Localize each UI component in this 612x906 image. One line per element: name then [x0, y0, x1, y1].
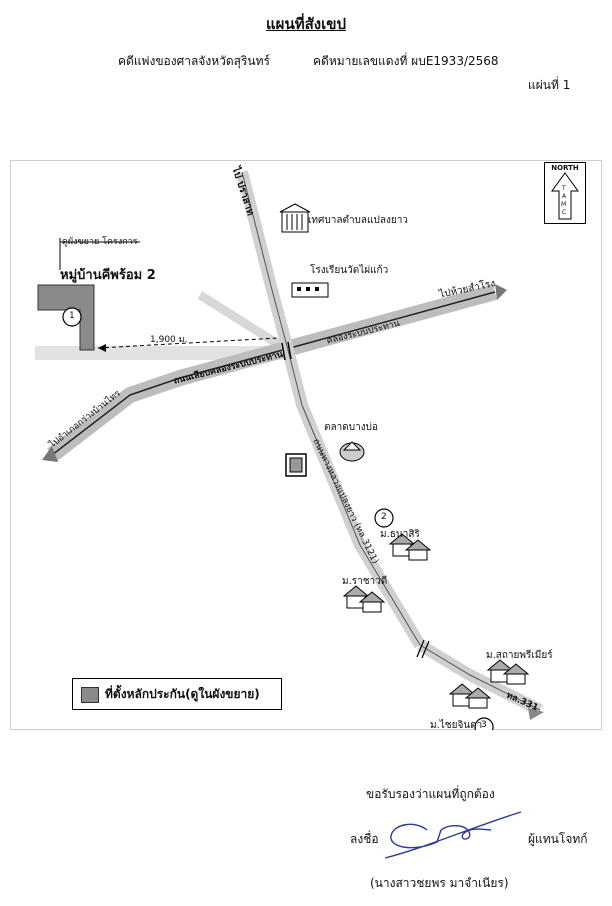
north-arrow: NORTH T A M C [544, 162, 586, 224]
marker-1-circle [62, 307, 82, 327]
sign-role: ผู้แทนโจทก์ [528, 832, 588, 846]
ns-road-line [241, 171, 421, 646]
arrow-se [528, 708, 544, 720]
marker-3-circle [474, 717, 494, 730]
office-icon [285, 453, 307, 477]
ns-road-band [236, 170, 426, 649]
arrow-east [495, 284, 507, 300]
north-label: NORTH [551, 164, 579, 172]
project-site [37, 284, 95, 351]
north-letter-m: M [561, 201, 567, 208]
signature [384, 811, 522, 859]
road-break [416, 639, 430, 659]
main-road-line [51, 291, 496, 456]
marker-2: 2 [381, 512, 387, 522]
label-village: หมู่บ้านคีพร้อม 2 [60, 268, 156, 283]
case-number: คดีหมายเลขแดงที่ ผบE1933/2568 [313, 54, 499, 68]
north-arrow-shape [551, 172, 579, 220]
sheet-number: แผ่นที่ 1 [528, 78, 571, 92]
house-icon-thanasiri [388, 533, 432, 561]
signer-name: (นางสาวชยพร มาจำเนียร) [370, 876, 509, 890]
north-letter-c: C [562, 209, 567, 216]
page-title: แผนที่สังเขป [266, 15, 346, 33]
distance-arrow [98, 344, 106, 352]
legend-swatch [81, 687, 99, 703]
sketch-map: NORTH T A M C ไป ปราสาท เทศบาลตำบลแปลงยา… [10, 160, 602, 731]
intersection-mark [281, 341, 292, 361]
house-icon-sathaiprimier [486, 659, 530, 685]
north-letter-a: A [562, 193, 567, 200]
sign-label: ลงชื่อ [350, 832, 379, 846]
school-icon [291, 282, 329, 298]
north-letter-t: T [562, 185, 566, 192]
map-drawing [10, 160, 602, 730]
map-frame [10, 160, 602, 730]
label-municipality: เทศบาลตำบลแปลงยาว [308, 215, 408, 226]
label-village-chaiyachinda: ม.ไชยจินดา [430, 720, 483, 731]
court-name: คดีแพ่งของศาลจังหวัดสุรินทร์ [118, 54, 270, 68]
label-expand-project: ดูผังขยาย โครงการ [62, 237, 138, 247]
label-village-rachawadee: ม.ราชาวดี [342, 576, 388, 587]
market-icon [339, 441, 365, 462]
map-legend: ที่ตั้งหลักประกัน(ดูในผังขยาย) [72, 678, 282, 710]
marker-1: 1 [69, 311, 75, 321]
label-market: ตลาดบางบ่อ [324, 422, 378, 433]
label-village-thanasiri: ม.ธนาสิริ [380, 529, 420, 540]
se-road-line [419, 644, 541, 711]
house-icon-rachawadee [342, 585, 386, 613]
certify-text: ขอรับรองว่าแผนที่ถูกต้อง [366, 787, 495, 801]
arrow-west [42, 446, 58, 462]
distance-line [97, 337, 279, 349]
marker-2-circle [374, 508, 394, 528]
municipality-icon [279, 203, 311, 233]
label-school: โรงเรียนวัดไผ่แก้ว [310, 265, 389, 276]
marker-3: 3 [481, 720, 487, 730]
house-icon-chaiyachinda [448, 683, 492, 709]
label-village-sathaiprimier: ม.สถายพรีเมียร์ [486, 650, 553, 661]
legend-text: ที่ตั้งหลักประกัน(ดูในผังขยาย) [105, 687, 260, 701]
label-distance: 1,900 ม. [150, 335, 188, 345]
